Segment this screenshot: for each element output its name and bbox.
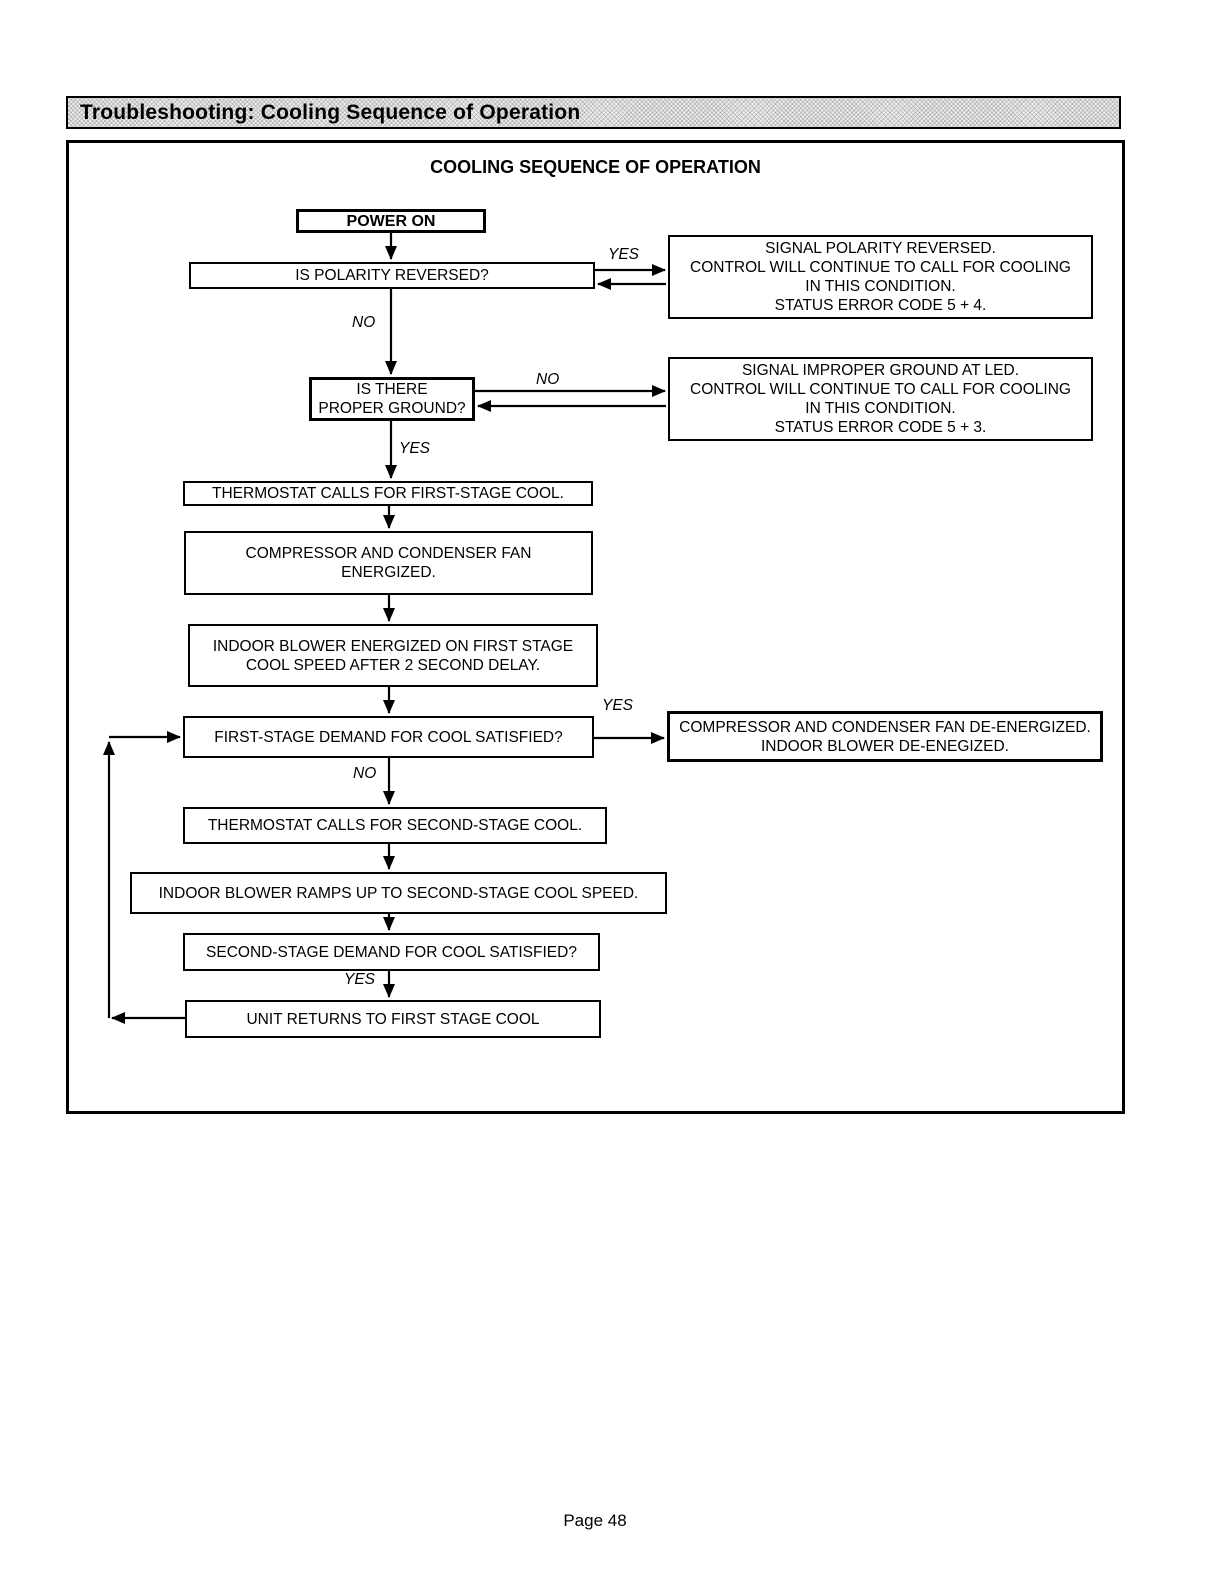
section-header-title: Troubleshooting: Cooling Sequence of Ope… (80, 100, 581, 124)
node-unit-returns: UNIT RETURNS TO FIRST STAGE COOL (185, 1000, 601, 1038)
node-is-polarity-reversed: IS POLARITY REVERSED? (189, 262, 595, 289)
edge-label-polarity-no: NO (352, 314, 376, 331)
edge-label-second-demand-yes: YES (344, 971, 376, 988)
node-thermostat-second-stage: THERMOSTAT CALLS FOR SECOND-STAGE COOL. (183, 807, 607, 844)
node-fan-deenergized: COMPRESSOR AND CONDENSER FAN DE-ENERGIZE… (667, 711, 1103, 762)
flowchart-title: COOLING SEQUENCE OF OPERATION (430, 157, 761, 177)
edge-label-ground-no: NO (536, 371, 560, 388)
node-signal-polarity-reversed: SIGNAL POLARITY REVERSED. CONTROL WILL C… (668, 235, 1093, 319)
edge-label-first-demand-no: NO (353, 765, 377, 782)
node-signal-improper-ground: SIGNAL IMPROPER GROUND AT LED. CONTROL W… (668, 357, 1093, 441)
node-second-stage-demand: SECOND-STAGE DEMAND FOR COOL SATISFIED? (183, 933, 600, 971)
page-number: Page 48 (563, 1511, 627, 1530)
node-blower-ramps-up: INDOOR BLOWER RAMPS UP TO SECOND-STAGE C… (130, 872, 667, 914)
edge-label-first-demand-yes: YES (602, 697, 634, 714)
node-first-stage-demand: FIRST-STAGE DEMAND FOR COOL SATISFIED? (183, 716, 594, 758)
section-header-bar: Troubleshooting: Cooling Sequence of Ope… (66, 96, 1121, 129)
edge-label-ground-yes: YES (399, 440, 431, 457)
node-power-on: POWER ON (296, 209, 486, 233)
node-is-proper-ground: IS THERE PROPER GROUND? (309, 377, 475, 421)
node-compressor-energized: COMPRESSOR AND CONDENSER FAN ENERGIZED. (184, 531, 593, 595)
edge-label-polarity-yes: YES (608, 246, 640, 263)
node-thermostat-first-stage: THERMOSTAT CALLS FOR FIRST-STAGE COOL. (183, 481, 593, 506)
node-indoor-blower-energized: INDOOR BLOWER ENERGIZED ON FIRST STAGE C… (188, 624, 598, 687)
